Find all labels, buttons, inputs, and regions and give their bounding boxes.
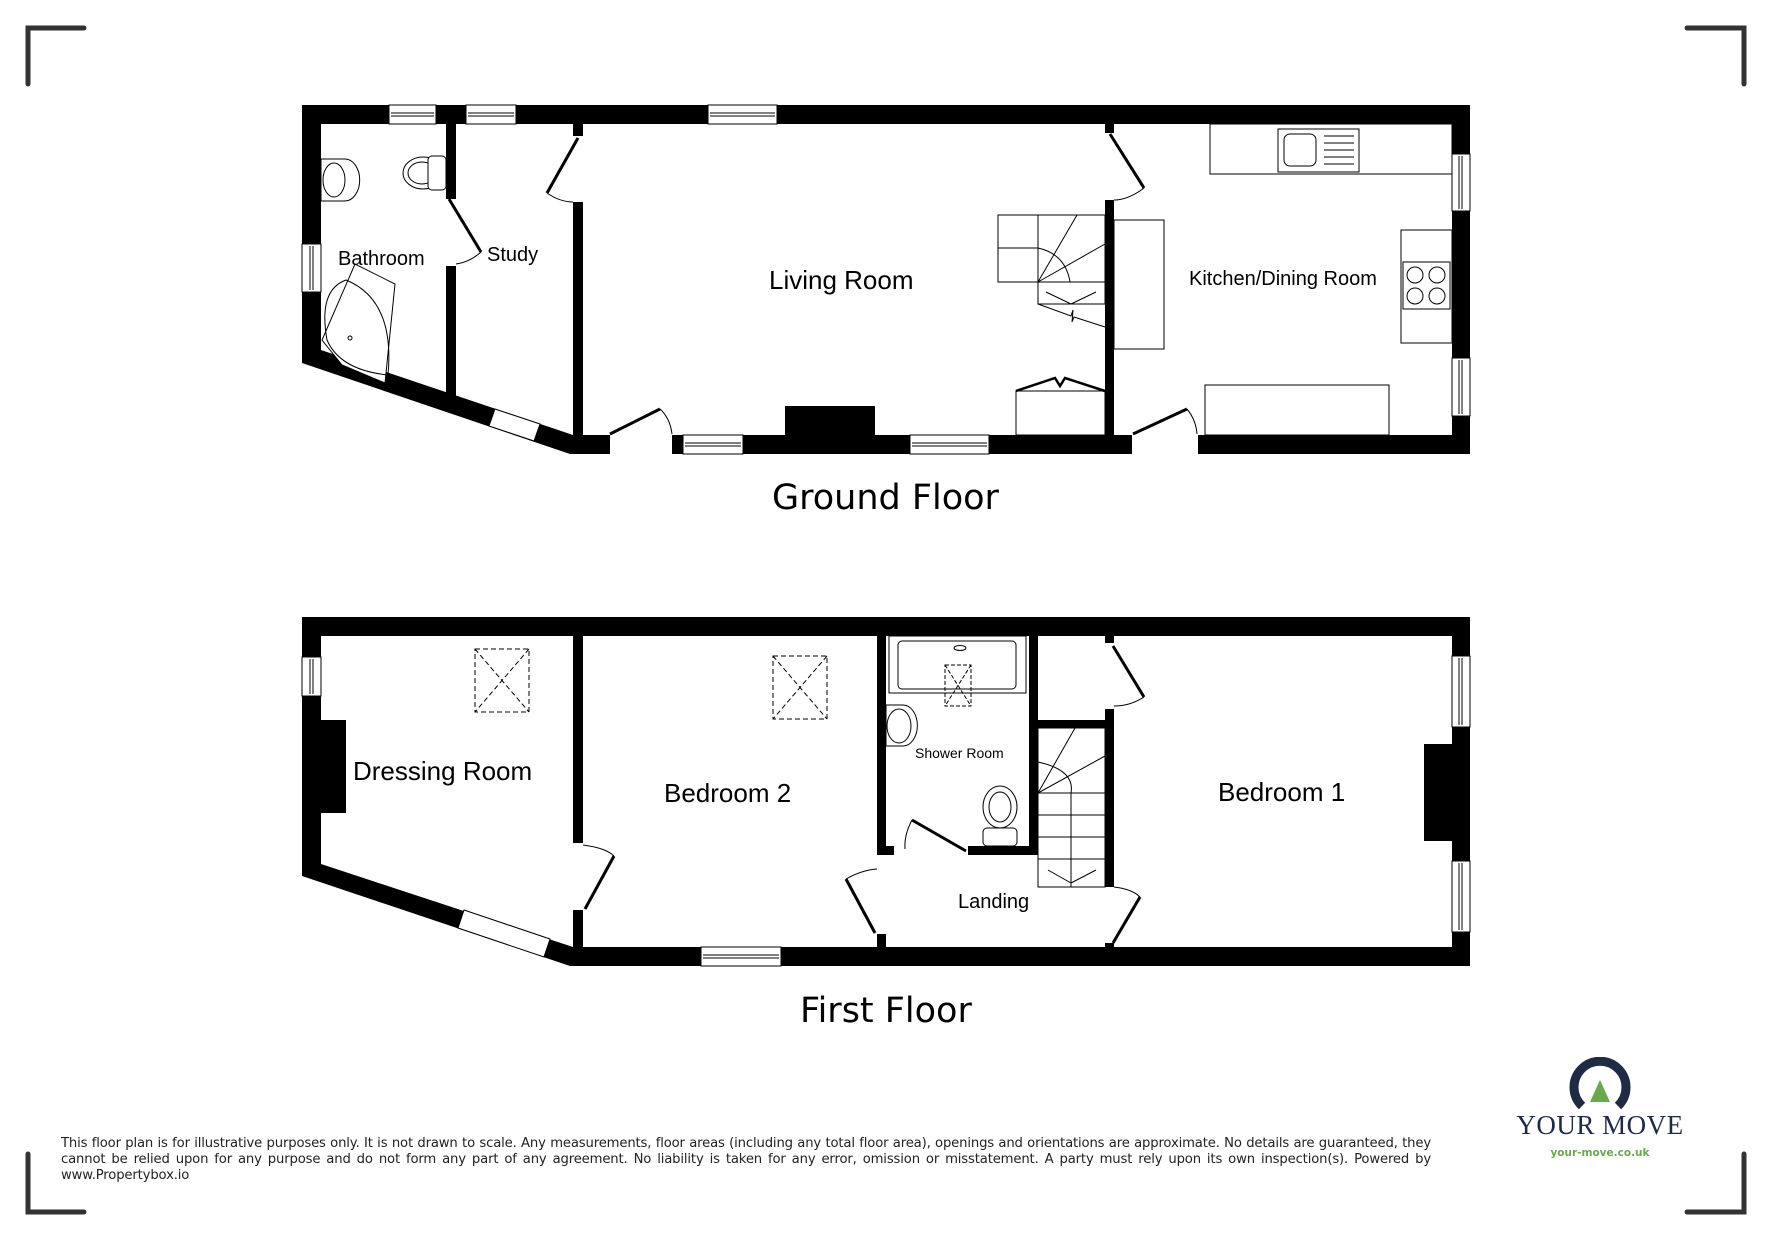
door-gap-living [610, 435, 672, 454]
fireplace-living [785, 406, 875, 436]
windows-ground [301, 104, 1471, 455]
wall-bath-study-lower [446, 266, 456, 397]
fixtures-ground [320, 123, 1453, 436]
ground-floor-title: Ground Floor [772, 478, 1000, 518]
wall-kitchen-left-stub [1105, 124, 1114, 133]
door-gap-kitchen [1132, 435, 1198, 454]
disclaimer-text: This floor plan is for illustrative purp… [61, 1136, 1431, 1183]
brand-logo: YOUR MOVE your-move.co.uk [1500, 1050, 1700, 1170]
wall-dressing-bed2-upper [573, 636, 583, 843]
label-study: Study [487, 244, 538, 266]
doors-first [582, 645, 1146, 944]
label-kitchen: Kitchen/Dining Room [1189, 268, 1377, 290]
ground-floor-plan: Bathroom Study Living Room Kitchen/Dinin… [301, 104, 1471, 518]
wall-shower-right [1029, 636, 1038, 855]
wall-kitchen-left [1105, 200, 1114, 435]
label-bathroom: Bathroom [338, 248, 425, 270]
brand-url[interactable]: your-move.co.uk [1550, 1147, 1650, 1159]
wall-dressing-bed2-lower [573, 910, 583, 947]
label-bedroom-1: Bedroom 1 [1218, 777, 1345, 807]
doors-ground [447, 133, 1198, 436]
windows-first [301, 655, 1471, 967]
wall-bath-study-upper [446, 124, 456, 199]
label-dressing-room: Dressing Room [353, 756, 532, 786]
bracket-top-right [1684, 25, 1747, 87]
wall-living-left [573, 202, 583, 435]
wall-shower-left [877, 636, 886, 854]
wall-bed1-left-stub2 [1105, 943, 1114, 947]
label-living-room: Living Room [769, 265, 914, 295]
wall-shower-bottom-left [877, 846, 894, 855]
first-floor-title: First Floor [800, 991, 972, 1031]
bracket-bottom-left [25, 1151, 87, 1215]
frame-brackets [25, 25, 1747, 1215]
label-landing: Landing [958, 891, 1029, 913]
wall-landing-left-stub [877, 934, 886, 947]
fixtures-first [474, 635, 1106, 888]
wall-bed1-left-stub [1105, 636, 1114, 643]
fireplace-dressing [321, 720, 346, 813]
wall-stair-top [1038, 720, 1113, 728]
wall-bed1-left [1105, 709, 1114, 887]
first-floor-plan: Dressing Room Bedroom 2 Shower Room Land… [301, 617, 1471, 1031]
label-shower-room: Shower Room [915, 745, 1004, 761]
logo-mark-icon [1569, 1057, 1631, 1110]
bracket-top-left [25, 25, 87, 87]
wall-shower-bottom-right [968, 846, 1038, 855]
label-bedroom-2: Bedroom 2 [664, 778, 791, 808]
wall-living-left-stub [573, 124, 583, 136]
brand-name: YOUR MOVE [1516, 1110, 1684, 1140]
fireplace-bed1 [1424, 744, 1452, 841]
bracket-bottom-right [1684, 1151, 1747, 1215]
